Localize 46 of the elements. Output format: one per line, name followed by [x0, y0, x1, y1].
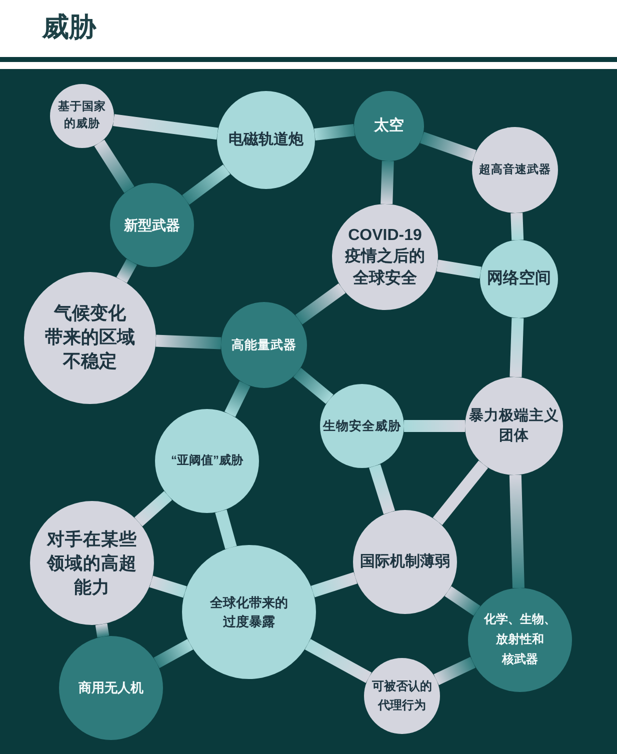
node-label: 新型武器	[124, 216, 180, 234]
connector	[314, 124, 355, 140]
node-label: 网络空间	[487, 268, 551, 289]
connector	[149, 576, 187, 598]
node-label: 暴力极端主义团体	[469, 406, 559, 446]
node-label: 生物安全威胁	[323, 418, 401, 434]
connector	[436, 260, 482, 279]
node-label: 太空	[374, 116, 404, 136]
connector	[380, 160, 394, 204]
node-label: 对手在某些领域的高超能力	[47, 528, 137, 600]
connector	[95, 623, 110, 638]
node-label: 高能量武器	[232, 336, 296, 354]
node-label: 可被否认的代理行为	[372, 678, 432, 714]
node-label: 气候变化带来的区域不稳定	[45, 302, 135, 373]
connector	[224, 380, 250, 417]
connector	[510, 212, 524, 240]
node-label: 超高音速武器	[479, 162, 551, 178]
connector	[510, 318, 524, 378]
node-label: 商用无人机	[78, 680, 144, 696]
connector	[134, 491, 172, 526]
connector	[156, 334, 222, 350]
connector	[420, 132, 476, 162]
connector	[215, 509, 237, 550]
node-label: 基于国家的威胁	[58, 99, 106, 132]
node-label: 国际机制薄弱	[360, 552, 450, 572]
node-label: 全球化带来的过度暴露	[210, 594, 288, 631]
node-label: 电磁轨道炮	[228, 130, 304, 150]
connector	[310, 572, 358, 598]
connector	[304, 638, 372, 683]
connector	[94, 140, 134, 193]
connector	[509, 474, 524, 588]
node-label: 化学、生物、放射性和核武器	[484, 611, 556, 668]
connector	[295, 283, 346, 325]
connector	[154, 639, 194, 668]
connector	[404, 420, 465, 432]
connector	[434, 656, 476, 686]
connector	[444, 586, 480, 616]
connector	[116, 258, 138, 283]
node-label: “亚阈值”威胁	[171, 453, 243, 469]
connector	[112, 114, 218, 140]
connector	[432, 460, 488, 526]
node-label: COVID-19疫情之后的全球安全	[345, 226, 425, 289]
connector	[293, 368, 334, 404]
connector	[182, 164, 230, 205]
title: 威胁	[42, 11, 96, 44]
connector	[368, 464, 396, 514]
